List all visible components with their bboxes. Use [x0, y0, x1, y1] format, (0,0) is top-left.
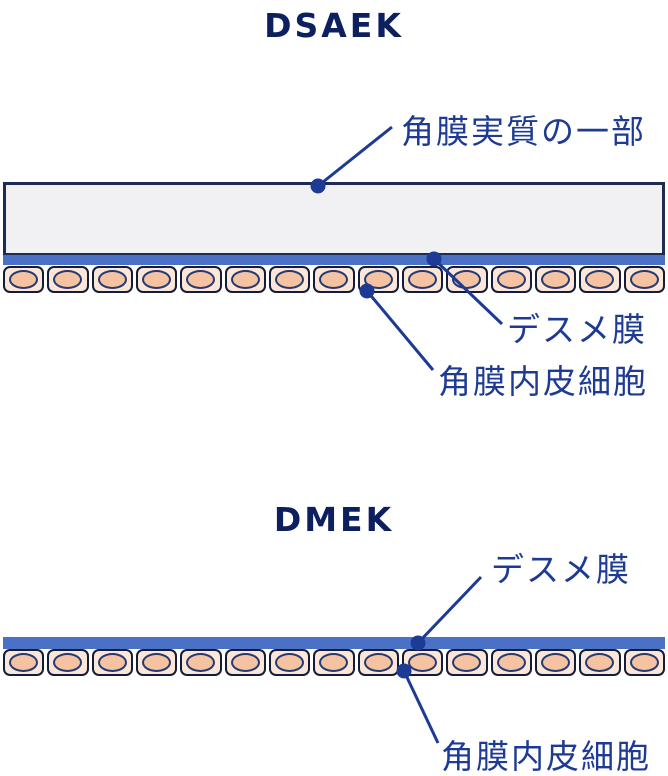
endothelial-cell — [91, 266, 133, 293]
dmek-endothelium-row — [3, 649, 665, 676]
endothelial-cell — [3, 649, 45, 676]
cell-nucleus — [496, 653, 526, 672]
cell-nucleus — [230, 270, 260, 289]
endothelial-cell — [534, 266, 577, 293]
cell-nucleus — [452, 270, 482, 289]
dsaek-endothelium-label: 角膜内皮細胞 — [438, 362, 648, 401]
endothelial-cell — [446, 649, 488, 676]
cell-nucleus — [629, 270, 659, 289]
cell-nucleus — [186, 653, 216, 672]
cell-nucleus — [629, 653, 659, 672]
endothelial-cell — [180, 649, 222, 676]
cell-nucleus — [585, 270, 615, 289]
dsaek-title: DSAEK — [264, 6, 404, 45]
cell-nucleus — [53, 270, 83, 289]
dmek-descemet-label: デスメ膜 — [491, 550, 631, 589]
cell-nucleus — [275, 270, 305, 289]
dmek-endothelium-label: 角膜内皮細胞 — [441, 737, 651, 776]
endothelial-cell — [268, 266, 311, 293]
cell-nucleus — [9, 653, 39, 672]
endothelial-cell — [135, 649, 178, 676]
endothelial-cell — [313, 266, 355, 293]
cell-nucleus — [541, 270, 571, 289]
endothelial-cell — [490, 649, 532, 676]
dsaek-endothelium-pointer — [359, 283, 435, 371]
cell-nucleus — [408, 270, 438, 289]
cell-nucleus — [97, 653, 127, 672]
endothelial-cell — [180, 266, 222, 293]
cell-nucleus — [230, 653, 260, 672]
cell-nucleus — [97, 270, 127, 289]
cell-nucleus — [275, 653, 305, 672]
endothelial-cell — [401, 266, 444, 293]
cell-nucleus — [585, 653, 615, 672]
dsaek-endothelium-row — [3, 266, 665, 293]
endothelial-cell — [47, 266, 89, 293]
endothelial-cell — [623, 266, 665, 293]
cell-nucleus — [363, 270, 393, 289]
endothelial-cell — [623, 649, 665, 676]
endothelial-cell — [357, 649, 399, 676]
dmek-title: DMEK — [273, 500, 395, 539]
endothelial-cell — [313, 649, 355, 676]
dmek-descemet-membrane-layer — [3, 637, 665, 649]
cell-nucleus — [408, 653, 438, 672]
endothelial-cell — [579, 266, 621, 293]
cell-nucleus — [496, 270, 526, 289]
dsaek-descemet-label: デスメ膜 — [507, 310, 647, 349]
cell-nucleus — [186, 270, 216, 289]
cell-nucleus — [142, 270, 172, 289]
endothelial-cell — [47, 649, 89, 676]
cell-nucleus — [9, 270, 39, 289]
endothelial-cell — [3, 266, 45, 293]
cell-nucleus — [541, 653, 571, 672]
endothelial-cell — [446, 266, 488, 293]
cell-nucleus — [452, 653, 482, 672]
endothelial-cell — [579, 649, 621, 676]
dsaek-stroma-label: 角膜実質の一部 — [401, 112, 646, 151]
endothelial-cell — [224, 649, 266, 676]
dsaek-stroma-layer — [3, 182, 665, 256]
cell-nucleus — [53, 653, 83, 672]
endothelial-cell — [268, 649, 311, 676]
cell-nucleus — [142, 653, 172, 672]
endothelial-cell — [91, 649, 133, 676]
endothelial-cell — [401, 649, 444, 676]
dsaek-descemet-membrane-layer — [3, 255, 665, 265]
endothelial-cell — [534, 649, 577, 676]
cell-nucleus — [319, 270, 349, 289]
cell-nucleus — [363, 653, 393, 672]
cell-nucleus — [319, 653, 349, 672]
endothelial-cell — [135, 266, 178, 293]
endothelial-cell — [490, 266, 532, 293]
endothelial-cell — [224, 266, 266, 293]
endothelial-cell — [357, 266, 399, 293]
